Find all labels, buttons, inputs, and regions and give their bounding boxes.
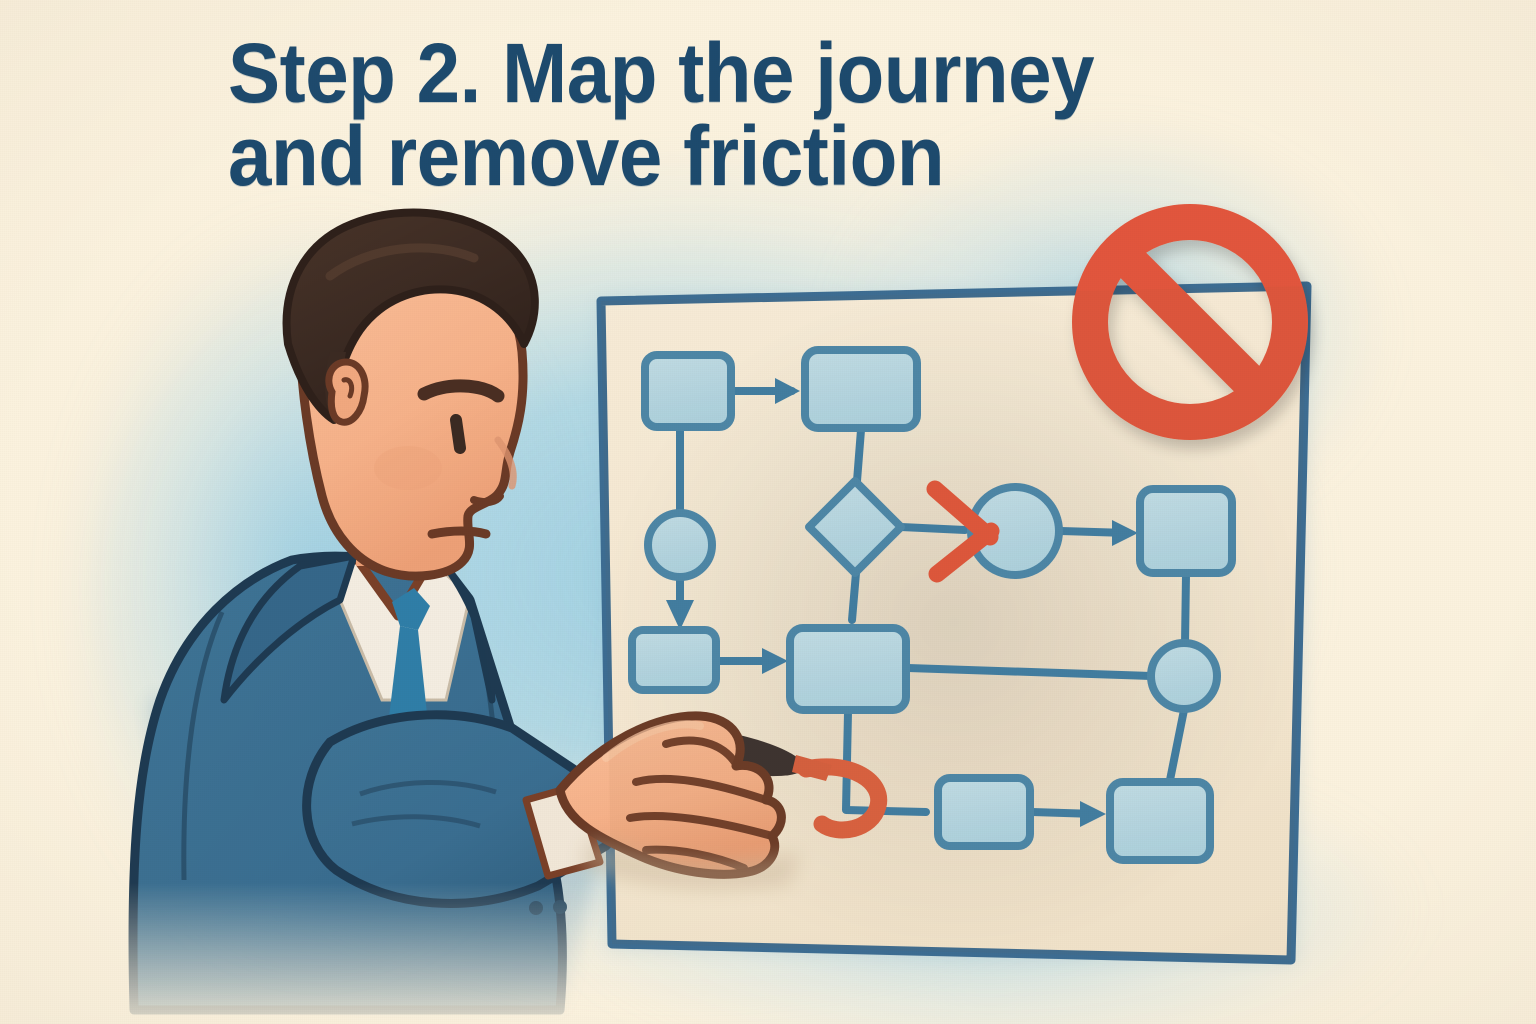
- connector-n9-n11: [1166, 706, 1188, 784]
- flowchart-connectors: [666, 378, 1190, 827]
- arrowhead-n10-n11: [1080, 801, 1106, 827]
- head-group: [282, 208, 539, 581]
- no-entry-sign: [1072, 204, 1308, 440]
- businessman-presenter[interactable]: [128, 208, 832, 1015]
- arrowhead-n3-n7: [666, 600, 694, 630]
- flow-node-outcome-rect[interactable]: [1136, 485, 1236, 577]
- jacket-lapel-left: [220, 552, 358, 704]
- arrowhead-n5-n6: [1112, 520, 1138, 546]
- eye: [450, 414, 466, 454]
- ear-inner: [341, 377, 355, 399]
- friction-stroke-2: [928, 522, 1000, 583]
- tie-knot: [392, 588, 430, 630]
- suit-body-group: [128, 549, 622, 1015]
- no-entry-slash: [1107, 239, 1273, 405]
- flow-node-checkpoint-circle[interactable]: [644, 509, 716, 581]
- flow-node-decision-diamond[interactable]: [805, 477, 905, 577]
- connector-n4-n5: [897, 523, 969, 534]
- flow-node-process-rect[interactable]: [786, 624, 910, 714]
- arrowhead-n1-n2: [775, 378, 800, 404]
- arrowhead-n7-n8: [762, 648, 788, 674]
- connector-n4-n8: [848, 569, 860, 624]
- flow-node-step2-rect[interactable]: [801, 346, 921, 432]
- board-texture: [601, 286, 1307, 960]
- connector-n6-n9: [1181, 571, 1190, 648]
- ear: [325, 358, 369, 426]
- marker-tip: [792, 755, 832, 781]
- no-entry-ring: [1072, 204, 1308, 440]
- flow-node-start-rect[interactable]: [641, 351, 735, 431]
- hand-highlight: [602, 720, 704, 762]
- flow-node-end-rect[interactable]: [1106, 778, 1214, 864]
- customer-journey-flowchart[interactable]: [628, 346, 1236, 864]
- flow-node-handoff-rect[interactable]: [934, 774, 1034, 850]
- nose-shading: [494, 436, 517, 490]
- flow-node-merge-circle[interactable]: [1147, 639, 1221, 713]
- flow-node-task-rect[interactable]: [628, 626, 720, 694]
- red-hook-reroute-stroke: [797, 758, 888, 839]
- red-x-friction-mark: [926, 480, 1000, 583]
- drawing-hand-group[interactable]: [522, 711, 832, 891]
- hand-shadow: [580, 838, 800, 891]
- eyebrow: [417, 379, 505, 403]
- connector-n2-n4: [853, 426, 865, 485]
- flowchart-nodes[interactable]: [628, 346, 1236, 864]
- mouth: [427, 526, 491, 539]
- sleeve-creases: [351, 780, 497, 829]
- connector-n8-n10: [842, 708, 930, 816]
- hair-highlight: [325, 243, 479, 281]
- cheek-shading: [374, 446, 442, 490]
- connector-n8-n9: [904, 664, 1156, 680]
- nostril: [470, 492, 504, 507]
- cuff-buttons: [529, 900, 567, 915]
- page-title: Step 2. Map the journey and remove frict…: [228, 26, 1095, 204]
